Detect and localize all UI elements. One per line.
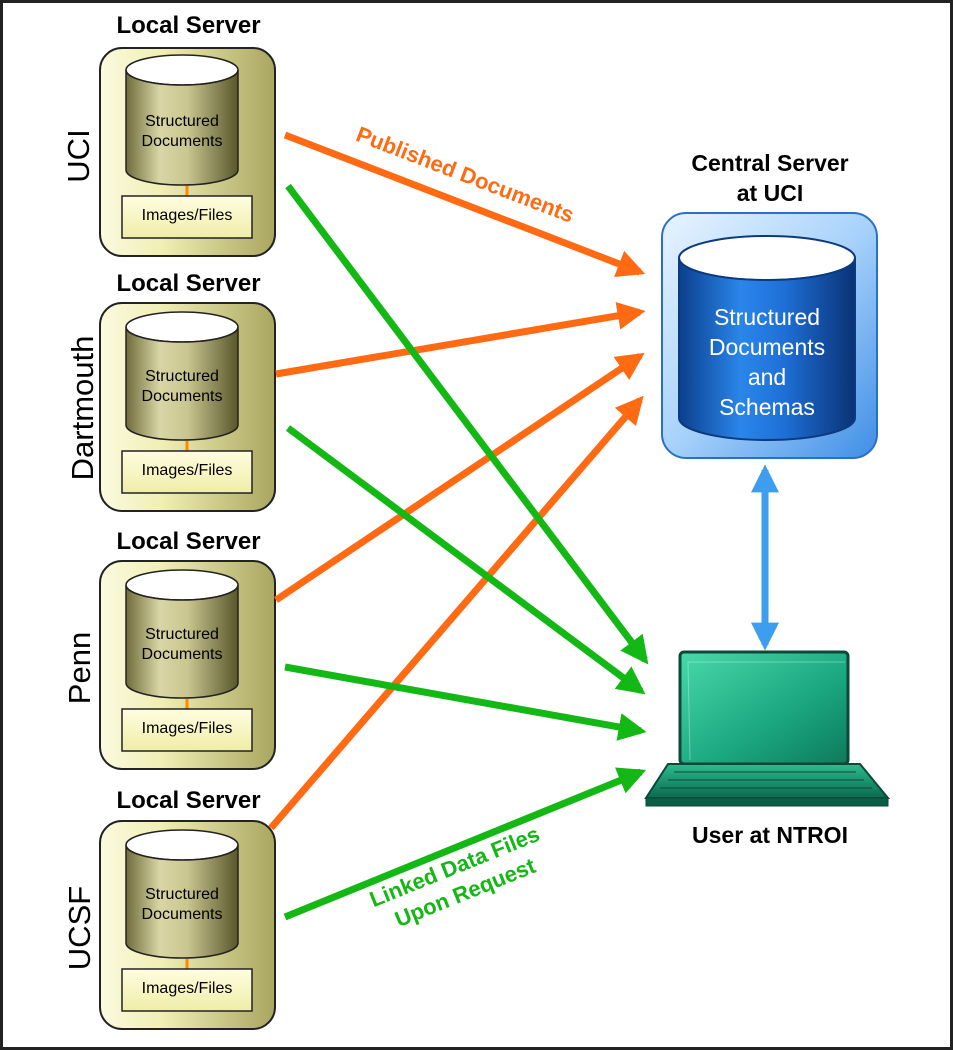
published-arrow-dartmouth bbox=[275, 301, 646, 378]
central-db-label: Structured Documents and Schemas bbox=[708, 304, 826, 420]
published-arrow-ucsf bbox=[268, 395, 644, 831]
files-label-penn: Images/Files bbox=[141, 720, 233, 737]
local-server-title-penn: Local Server bbox=[116, 528, 261, 555]
central-server-panel bbox=[661, 212, 878, 459]
published-arrows bbox=[268, 131, 646, 831]
user-label: User at NTROI bbox=[692, 822, 848, 848]
linked-arrow-penn bbox=[284, 663, 647, 741]
site-label-dartmouth: Dartmouth bbox=[65, 335, 100, 481]
local-server-ucsf-panel bbox=[99, 820, 276, 1030]
site-label-ucsf: UCSF bbox=[62, 885, 97, 971]
site-label-uci: UCI bbox=[61, 129, 96, 183]
local-server-penn-panel bbox=[99, 560, 276, 770]
local-server-title-ucsf: Local Server bbox=[116, 787, 261, 814]
files-label-ucsf: Images/Files bbox=[141, 980, 233, 997]
linked-arrow-dartmouth bbox=[285, 425, 646, 695]
published-arrow-uci bbox=[283, 131, 646, 277]
local-server-title-uci: Local Server bbox=[116, 12, 261, 39]
laptop-icon bbox=[644, 650, 891, 807]
linked-data-arrows bbox=[283, 183, 649, 921]
linked-arrow-ucsf bbox=[283, 767, 647, 921]
files-label-dartmouth: Images/Files bbox=[141, 462, 233, 479]
local-server-uci-panel bbox=[99, 47, 276, 257]
files-label-uci: Images/Files bbox=[141, 207, 233, 224]
site-label-penn: Penn bbox=[62, 631, 97, 705]
local-server-dartmouth-panel bbox=[99, 302, 276, 512]
published-arrow-penn bbox=[274, 352, 645, 603]
local-server-title-dartmouth: Local Server bbox=[116, 270, 261, 297]
linked-arrow-uci bbox=[285, 183, 649, 665]
